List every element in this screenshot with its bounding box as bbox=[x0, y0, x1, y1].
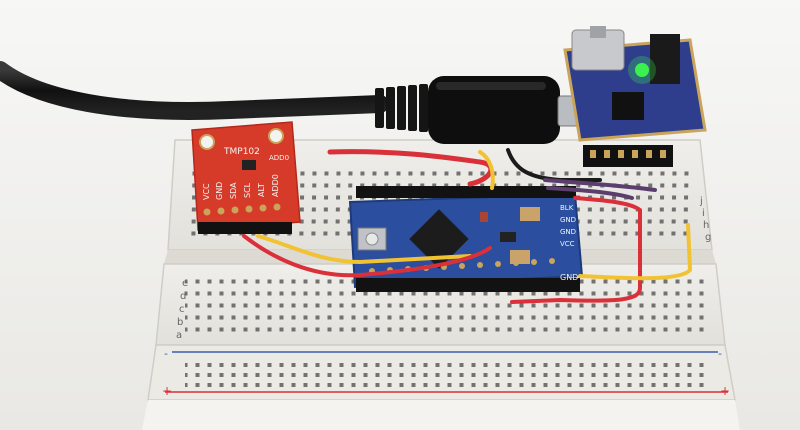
pin-label-alt: ALT bbox=[257, 183, 266, 197]
mcu-label-vcc: VCC bbox=[560, 240, 575, 248]
mcu-led bbox=[480, 212, 488, 222]
row-letter-g: g bbox=[705, 232, 711, 243]
mcu-header-bottom bbox=[356, 278, 580, 292]
mcu-label-blk: BLK bbox=[560, 204, 574, 212]
jumper-wires bbox=[242, 148, 693, 304]
row-letter-e: e bbox=[182, 278, 188, 289]
usb-board-header-bottom bbox=[583, 145, 673, 167]
wire-yellow-sensor bbox=[256, 234, 472, 265]
row-letter-c: c bbox=[179, 304, 185, 315]
usb-board-led bbox=[635, 63, 649, 77]
pin-label-sda: SDA bbox=[229, 182, 238, 199]
rail-plus-right: + bbox=[720, 384, 730, 398]
sensor-header bbox=[198, 222, 292, 234]
pin-label-vcc: VCC bbox=[202, 183, 211, 200]
sensor-title: TMP102 bbox=[223, 147, 260, 157]
mcu-label-gnd-bottom: GND bbox=[560, 273, 578, 282]
rail-minus-right: - bbox=[718, 347, 722, 360]
mcu-header-top bbox=[356, 186, 576, 198]
row-letter-h: h bbox=[703, 220, 709, 231]
mcu-capacitor-1 bbox=[520, 207, 540, 221]
wire-red-right bbox=[510, 196, 642, 304]
wire-red-sensor bbox=[242, 234, 492, 278]
sensor-pcb bbox=[191, 121, 301, 231]
mcu-regulator bbox=[500, 232, 516, 242]
pin-label-scl: SCL bbox=[243, 182, 252, 198]
wire-yellow-top bbox=[478, 150, 495, 190]
pin-label-add0: ADD0 bbox=[271, 174, 280, 197]
mcu-label-gnd-2: GND bbox=[560, 228, 576, 236]
usb-plug-housing bbox=[428, 76, 560, 144]
breadboard-base bbox=[142, 400, 740, 430]
sensor-mount-hole-right bbox=[268, 128, 284, 144]
wire-purple-2 bbox=[546, 186, 634, 200]
row-letter-d: d bbox=[180, 291, 186, 302]
row-letter-b: b bbox=[177, 317, 183, 328]
wire-red-top bbox=[327, 149, 494, 187]
wire-purple-1 bbox=[543, 178, 657, 192]
row-letter-j: j bbox=[699, 196, 703, 207]
usb-cable bbox=[0, 61, 595, 144]
usb-board-header-top bbox=[650, 34, 680, 84]
mcu-label-gnd: GND bbox=[560, 216, 576, 224]
sensor-corner-label: ADD0 bbox=[269, 154, 289, 162]
rail-holes bbox=[185, 360, 710, 388]
cable-body bbox=[0, 61, 389, 120]
usb-serial-board bbox=[563, 26, 707, 167]
row-letter-a: a bbox=[176, 330, 182, 341]
sensor-mount-hole-left bbox=[199, 134, 215, 150]
usb-board-chip bbox=[612, 92, 644, 120]
sensor-chip bbox=[242, 160, 256, 170]
mcu-chip bbox=[409, 209, 469, 269]
wire-yellow-right bbox=[578, 223, 693, 281]
pin-label-gnd: GND bbox=[215, 182, 224, 200]
rail-minus-left: - bbox=[164, 347, 168, 360]
rail-plus-left: + bbox=[162, 384, 172, 398]
tmp102-board: TMP102 ADD0 VCC GND SDA SCL ALT ADD0 bbox=[191, 121, 301, 234]
pro-mini-board: BLK GND GND VCC GND bbox=[348, 186, 584, 292]
mcu-capacitor-2 bbox=[510, 250, 530, 264]
row-letter-i: i bbox=[702, 208, 705, 219]
